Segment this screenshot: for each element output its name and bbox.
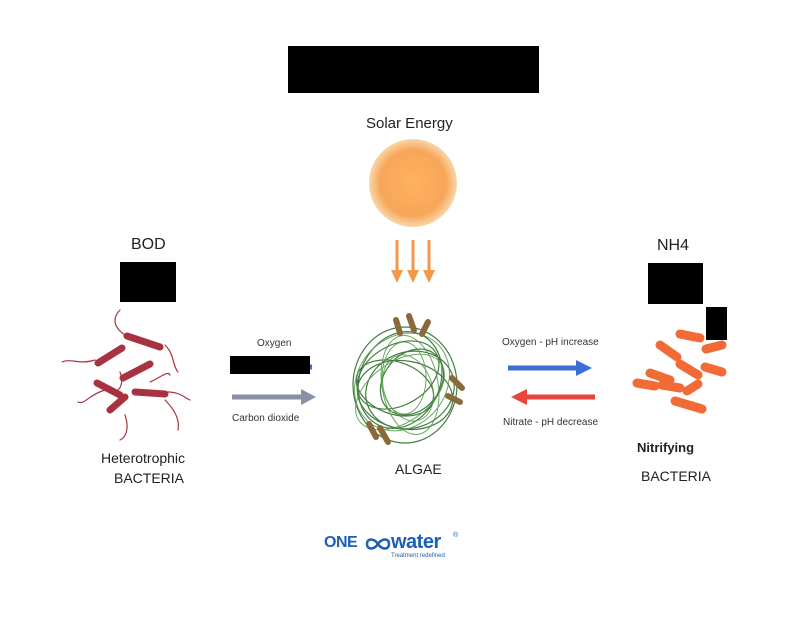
- solar-arrow-2: [407, 240, 419, 283]
- logo-registered: ®: [453, 532, 459, 539]
- oxygen-ph-increase-label: Oxygen - pH increase: [502, 337, 599, 348]
- logo-tagline: Treatment redefined: [391, 553, 445, 559]
- algae-icon: [352, 313, 465, 445]
- oxygen-ph-increase-arrow: [508, 360, 592, 376]
- heterotrophic-label: Heterotrophic: [101, 450, 186, 466]
- redacted-box-right-small: [706, 307, 727, 340]
- nitrifying-label: Nitrifying: [637, 440, 695, 455]
- solar-energy-label: Solar Energy: [366, 115, 453, 132]
- redacted-box-right: [648, 263, 703, 304]
- onewater-logo: ONE water ® Treatment redefined: [324, 531, 464, 562]
- solar-arrow-3: [423, 240, 435, 283]
- carbon-dioxide-arrow: [232, 389, 316, 405]
- bacteria-left-label: BACTERIA: [114, 470, 185, 486]
- bod-label: BOD: [131, 236, 166, 253]
- logo-brand-one: ONE: [324, 534, 358, 551]
- bacteria-right-label: BACTERIA: [641, 468, 712, 484]
- solar-arrow-1: [391, 240, 403, 283]
- algae-label: ALGAE: [395, 461, 442, 477]
- carbon-dioxide-label: Carbon dioxide: [232, 413, 300, 424]
- oxygen-label: Oxygen: [257, 338, 292, 349]
- redacted-box-arrow: [230, 356, 310, 374]
- redacted-title-box: [288, 46, 539, 93]
- nitrate-ph-decrease-arrow: [511, 389, 595, 405]
- nh4-label: NH4: [657, 237, 690, 254]
- heterotrophic-bacteria-icon: [61, 309, 191, 441]
- sun-icon: [369, 139, 457, 227]
- solar-arrows: [391, 240, 435, 283]
- logo-brand-water: water: [391, 531, 441, 553]
- nitrifying-bacteria-icon: [632, 329, 727, 414]
- nitrate-ph-decrease-label: Nitrate - pH decrease: [503, 417, 599, 428]
- infinity-icon: [365, 538, 391, 550]
- redacted-box-left: [120, 262, 176, 302]
